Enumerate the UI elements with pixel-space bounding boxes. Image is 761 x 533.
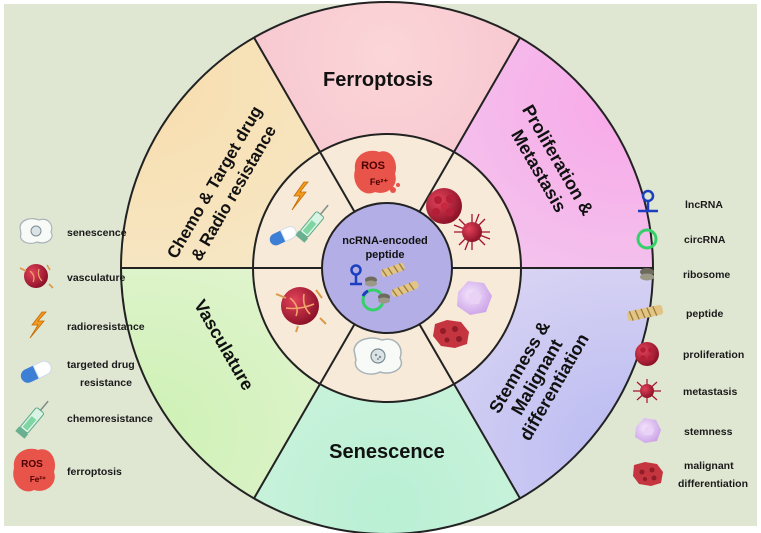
svg-text:ROS: ROS — [21, 459, 43, 470]
capsule-icon — [20, 360, 52, 383]
svg-text:ROS: ROS — [361, 160, 385, 172]
proliferation-cell-icon — [635, 342, 659, 366]
vasculature-icon — [275, 287, 327, 333]
capsule-icon — [269, 226, 297, 246]
outer-ring-border — [120, 1, 654, 533]
legend-label-peptide: peptide — [686, 308, 723, 320]
legend-stemness: stemness — [635, 418, 733, 443]
legend-label-circrna: circRNA — [684, 234, 726, 246]
syringe-icon — [295, 204, 329, 243]
legend-label-proliferation: proliferation — [683, 349, 744, 361]
lightning-icon — [29, 311, 47, 339]
legend-label-chemoresistance: chemoresistance — [67, 413, 153, 425]
metastasis-cell-icon — [453, 213, 491, 251]
legend-label-stemness: stemness — [684, 426, 733, 438]
legend-ferroptosis: ROS Fe²⁺ ferroptosis — [13, 448, 122, 492]
legend-senescence: senescence — [19, 218, 127, 245]
legend-chemoresistance: chemoresistance — [15, 400, 153, 439]
legend-malignant: malignant differentiation — [633, 460, 748, 490]
senescent-cell-icon — [19, 218, 53, 245]
sector-label-ferroptosis: Ferroptosis — [323, 69, 433, 91]
center-peptide-icon-2 — [391, 280, 419, 298]
malignant-cell-icon — [433, 320, 469, 348]
metastasis-cell-icon — [633, 379, 661, 403]
legend-targeted-drug: targeted drug resistance — [20, 359, 135, 389]
svg-text:Fe²⁺: Fe²⁺ — [370, 177, 389, 187]
stem-cell-icon — [635, 418, 661, 443]
legend-label-senescence: senescence — [67, 227, 127, 239]
legend-ribosome: ribosome — [640, 268, 730, 281]
proliferation-cell-icon — [426, 188, 462, 224]
center-title-line1: ncRNA-encoded — [342, 235, 428, 247]
legend-lncrna: lncRNA — [638, 189, 723, 213]
syringe-icon — [15, 400, 49, 439]
lncrna-icon — [638, 189, 658, 213]
legend-right: lncRNA circRNA ribosome peptide — [626, 189, 748, 490]
legend-label-ferroptosis: ferroptosis — [67, 466, 122, 478]
center-peptide-icon — [381, 262, 405, 278]
svg-text:Fe²⁺: Fe²⁺ — [30, 475, 46, 484]
legend-label-radioresistance: radioresistance — [67, 321, 145, 333]
legend-left: senescence vasculature radioresistance t… — [13, 218, 153, 492]
peptide-icon — [626, 304, 664, 322]
sector-label-senescence: Senescence — [329, 441, 445, 463]
legend-label-ribosome: ribosome — [683, 269, 730, 281]
stem-cell-icon — [457, 281, 492, 315]
legend-label-vasculature: vasculature — [67, 272, 126, 284]
center-ribosome-icon — [365, 276, 377, 287]
legend-proliferation: proliferation — [635, 342, 744, 366]
vasculature-icon — [19, 264, 54, 289]
center-ribosome-icon-2 — [378, 293, 390, 304]
legend-radioresistance: radioresistance — [29, 311, 145, 339]
legend-label-malignant-2: differentiation — [678, 478, 748, 490]
legend-peptide: peptide — [626, 304, 723, 322]
ros-cell-icon: ROS Fe²⁺ — [13, 448, 56, 492]
legend-metastasis: metastasis — [633, 379, 737, 403]
circrna-icon — [636, 228, 658, 250]
senescent-cell-icon — [353, 337, 403, 375]
center-lncrna-icon — [350, 264, 362, 286]
legend-circrna: circRNA — [636, 228, 726, 250]
ros-cell-icon: ROS Fe²⁺ — [354, 150, 400, 194]
legend-label-targeted-drug-2: resistance — [80, 377, 132, 389]
center-title-line2: peptide — [365, 249, 404, 261]
legend-vasculature: vasculature — [19, 264, 126, 289]
legend-label-malignant-1: malignant — [684, 460, 734, 472]
legend-label-targeted-drug-1: targeted drug — [67, 359, 135, 371]
middle-ring-border — [252, 133, 522, 403]
legend-label-metastasis: metastasis — [683, 386, 737, 398]
malignant-cell-icon — [633, 462, 663, 486]
legend-label-lncrna: lncRNA — [685, 199, 723, 211]
lightning-icon — [291, 181, 309, 211]
ribosome-icon — [640, 268, 654, 281]
